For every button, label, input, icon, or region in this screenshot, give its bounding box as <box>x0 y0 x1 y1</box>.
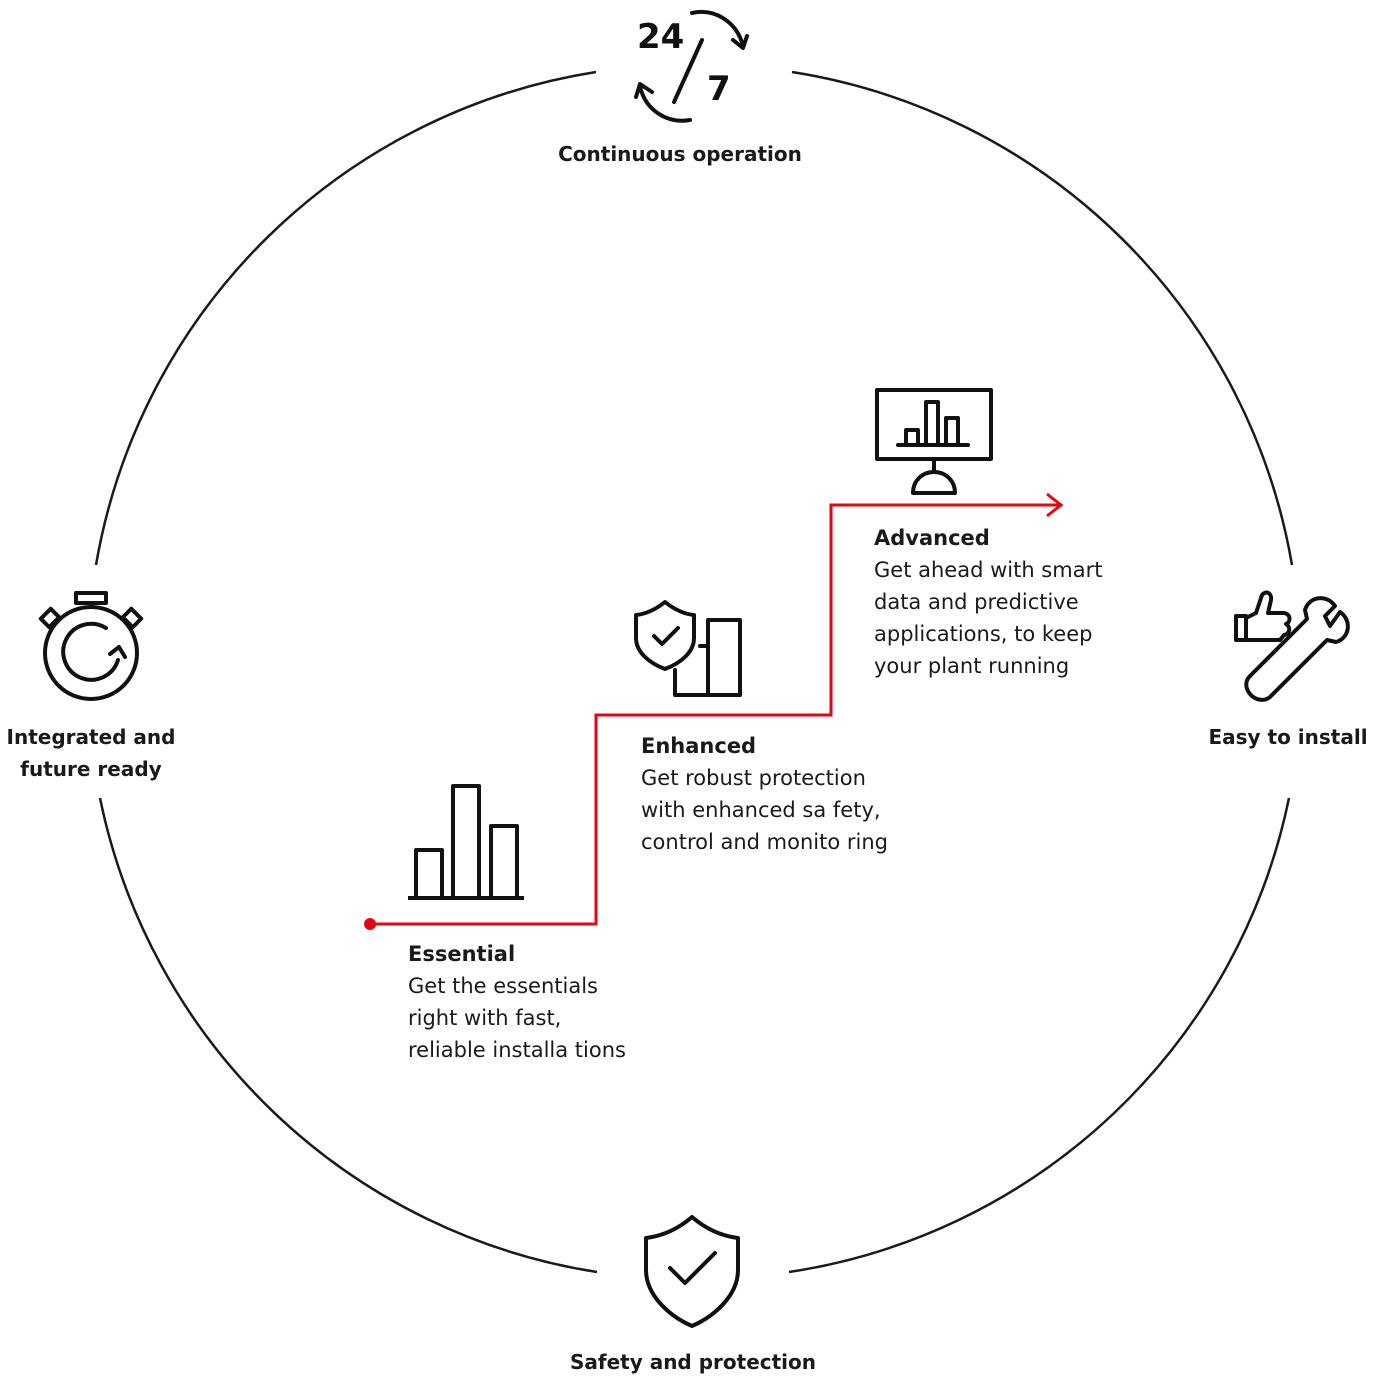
tier-advanced-line: data and predictive <box>874 590 1079 614</box>
tier-advanced-line: applications, to keep <box>874 622 1093 646</box>
svg-text:24: 24 <box>637 17 684 57</box>
stopwatch-refresh-icon <box>38 591 144 701</box>
safety-and-protection-label: Safety and protection <box>569 1350 817 1374</box>
ring-arc-top-left <box>94 70 597 566</box>
bar-chart-icon <box>408 784 524 900</box>
tier-enhanced-line: Get robust protection <box>641 766 866 790</box>
tier-advanced-line: your plant running <box>874 654 1070 678</box>
thumbs-up-wrench-icon <box>1234 590 1350 702</box>
shield-bar-chart-icon <box>634 600 742 697</box>
path-arrowhead <box>1046 492 1064 518</box>
ring-arc-bottom-left <box>98 797 598 1274</box>
easy-to-install-label: Easy to install <box>1208 725 1368 749</box>
monitor-chart-icon <box>875 388 993 495</box>
ring-arc-top-right <box>791 70 1294 566</box>
outer-ring <box>94 70 1294 1274</box>
shield-check-icon <box>644 1215 740 1328</box>
integrated-future-ready-label: Integrated and future ready <box>0 721 182 785</box>
tier-enhanced-title: Enhanced <box>641 734 757 758</box>
tier-essential-line: right with fast, <box>408 1006 562 1030</box>
tier-advanced-line: Get ahead with smart <box>874 558 1103 582</box>
tier-enhanced-line: control and monito ring <box>641 830 888 854</box>
tier-advanced-title: Advanced <box>874 526 990 550</box>
tier-essential: Essential Get the essentials right with … <box>408 938 668 1066</box>
clock-24-7-icon: 24 7 <box>634 10 749 123</box>
svg-text:7: 7 <box>707 69 731 109</box>
integrated-line-1: Integrated and <box>6 725 176 749</box>
staircase-line <box>370 503 1060 926</box>
tier-enhanced: Enhanced Get robust protection with enha… <box>641 730 931 858</box>
path-start-dot <box>364 918 376 930</box>
continuous-operation-label: Continuous operation <box>558 142 802 166</box>
integrated-line-2: future ready <box>20 757 162 781</box>
tier-essential-title: Essential <box>408 942 516 966</box>
tier-essential-line: reliable installa tions <box>408 1038 626 1062</box>
tier-enhanced-line: with enhanced sa fety, <box>641 798 881 822</box>
growth-path <box>370 492 1064 926</box>
tier-advanced: Advanced Get ahead with smart data and p… <box>874 522 1164 682</box>
ring-arc-bottom-right <box>788 797 1291 1274</box>
tier-essential-line: Get the essentials <box>408 974 598 998</box>
